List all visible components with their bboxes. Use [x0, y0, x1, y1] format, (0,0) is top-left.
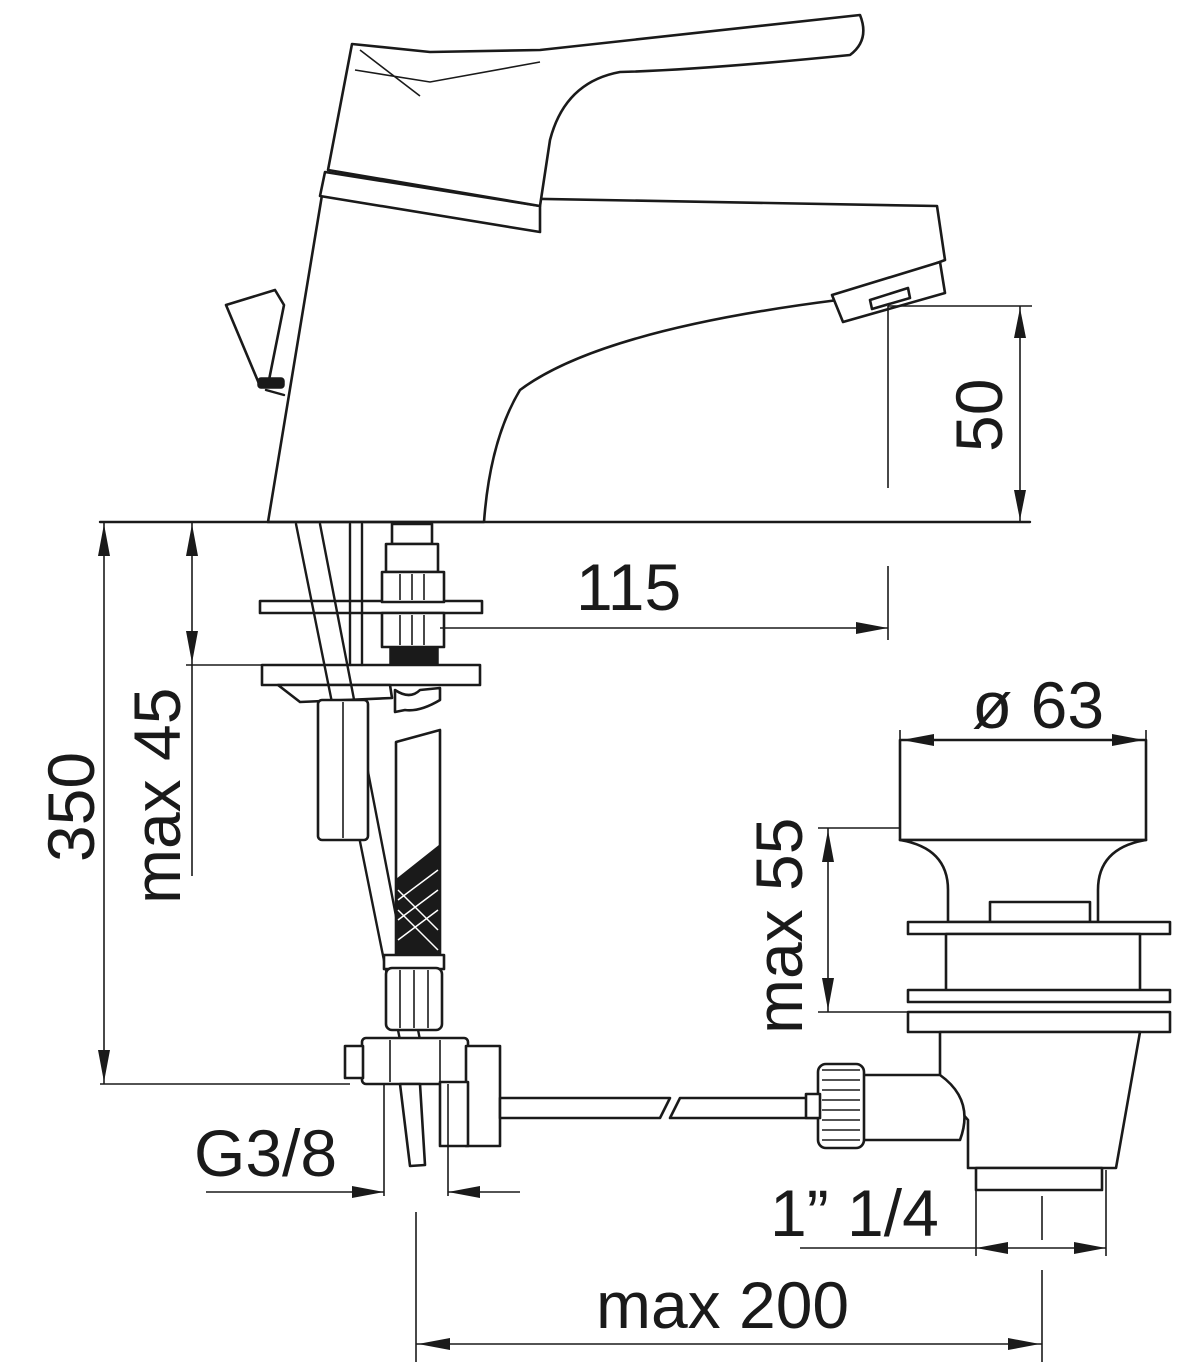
popup-knob — [224, 288, 286, 397]
label-rod-length: max 200 — [596, 1268, 849, 1342]
label-deck-thickness: max 45 — [120, 688, 194, 904]
dimension-max-200 — [415, 1212, 1043, 1362]
clevis-and-nut — [343, 1036, 822, 1168]
dimension-g3-8 — [206, 1084, 520, 1198]
label-spout-reach: 115 — [576, 550, 681, 624]
popup-waste — [804, 738, 1172, 1192]
dimension-diameter-63 — [899, 730, 1147, 840]
label-inlet-thread: G3/8 — [194, 1116, 337, 1190]
label-spout-height: 50 — [942, 379, 1016, 452]
dimension-115 — [440, 566, 889, 640]
supply-hose — [316, 686, 446, 1032]
label-waste-diameter: ø 63 — [972, 668, 1104, 742]
dimension-350 — [98, 522, 350, 1085]
dimension-50 — [887, 305, 1032, 522]
lever-handle — [318, 13, 865, 234]
label-total-length: 350 — [34, 752, 108, 862]
dimension-max-45 — [186, 522, 262, 876]
label-waste-thickness: max 55 — [742, 818, 816, 1034]
faucet-body — [266, 193, 947, 524]
dimension-1-1-4 — [800, 1170, 1107, 1256]
dimension-max-55 — [818, 827, 908, 1013]
label-waste-thread: 1” 1/4 — [770, 1176, 939, 1250]
mounting-assembly — [258, 522, 484, 704]
